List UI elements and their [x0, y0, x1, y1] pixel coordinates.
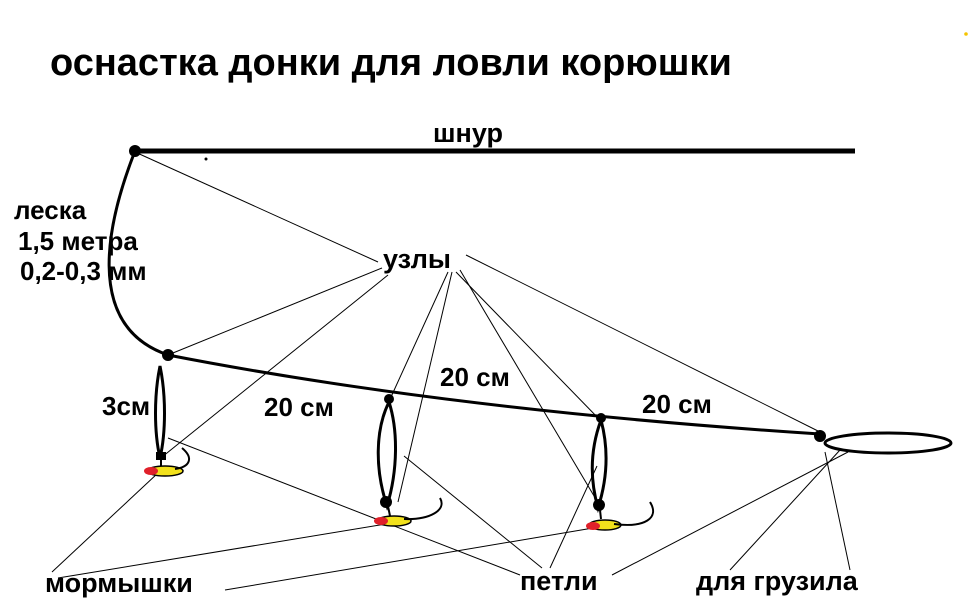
jig-2-hook [403, 497, 443, 521]
jig-3-hook [613, 501, 655, 526]
label-line-length: 1,5 метра [18, 226, 138, 256]
callout-loops-to-jig3 [549, 465, 598, 569]
jig-3-head [586, 522, 600, 530]
jig-3 [586, 413, 655, 531]
diagram-title: оснастка донки для ловли корюшки [50, 42, 732, 84]
jig-3-stem [599, 509, 602, 520]
callout-loops-to-jig2 [403, 455, 543, 569]
label-loops: петли [520, 566, 598, 596]
main-line-knot [162, 349, 174, 361]
callout-knots-to-sinker-knot [465, 254, 821, 433]
callout-jigs-to-jig2 [57, 523, 387, 579]
jig-1-head [144, 467, 158, 475]
jig-1-hook [174, 447, 191, 470]
label-line: леска [14, 195, 87, 225]
jig-2-bottom-knot [380, 496, 392, 508]
callout-knots-to-main-knot [167, 267, 383, 356]
jig-1-knot [156, 452, 166, 460]
jig-2 [374, 394, 443, 527]
label-cord: шнур [433, 118, 503, 148]
callout-knots-to-jig2-bottom [397, 271, 453, 503]
callout-knots-to-jig1-loop [161, 274, 389, 458]
jig-1 [144, 365, 191, 477]
label-spacing-2: 20 см [440, 362, 510, 392]
jig-2-stem [387, 505, 391, 517]
sinker-knot [814, 430, 826, 442]
label-jigs: мормышки [45, 568, 193, 598]
jig-2-loop [376, 398, 398, 511]
leader-line [167, 353, 821, 436]
accent-dot [964, 32, 968, 36]
label-leash-length: 3см [102, 391, 151, 421]
callout-jigs-to-jig3 [224, 527, 594, 591]
jig-3-top-knot [596, 413, 606, 423]
knots [129, 145, 826, 442]
jig-2-top-knot [384, 394, 394, 404]
sinker-loop [823, 431, 953, 455]
fishing-line [107, 150, 169, 357]
callout-knots-to-jig2-top [390, 271, 449, 398]
jig-3-loop [590, 415, 608, 514]
stray-dot [204, 157, 208, 161]
callout-knots-to-jig3-top [455, 271, 601, 421]
label-spacing-1: 20 см [264, 392, 334, 422]
callout-sinker-a [729, 449, 841, 571]
callout-loops-to-jig1 [167, 437, 521, 576]
jig-1-loop [154, 365, 166, 459]
label-spacing-3: 20 см [642, 389, 712, 419]
main-lines [107, 148, 953, 455]
jig-2-head [374, 517, 388, 525]
label-knots: узлы [383, 244, 451, 274]
top-knot [129, 145, 141, 157]
label-for-sinker: для грузила [696, 566, 858, 596]
callout-sinker-b [824, 451, 851, 571]
callout-jigs-to-jig1 [51, 472, 159, 573]
label-line-diameter: 0,2-0,3 мм [20, 256, 147, 286]
callout-lines [51, 151, 851, 591]
callout-knots-to-jig3-bottom [459, 269, 601, 507]
callout-loops-to-sinker-loop [611, 451, 849, 576]
jig-3-bottom-knot [593, 499, 605, 511]
callout-knots-to-top-knot [134, 151, 379, 263]
